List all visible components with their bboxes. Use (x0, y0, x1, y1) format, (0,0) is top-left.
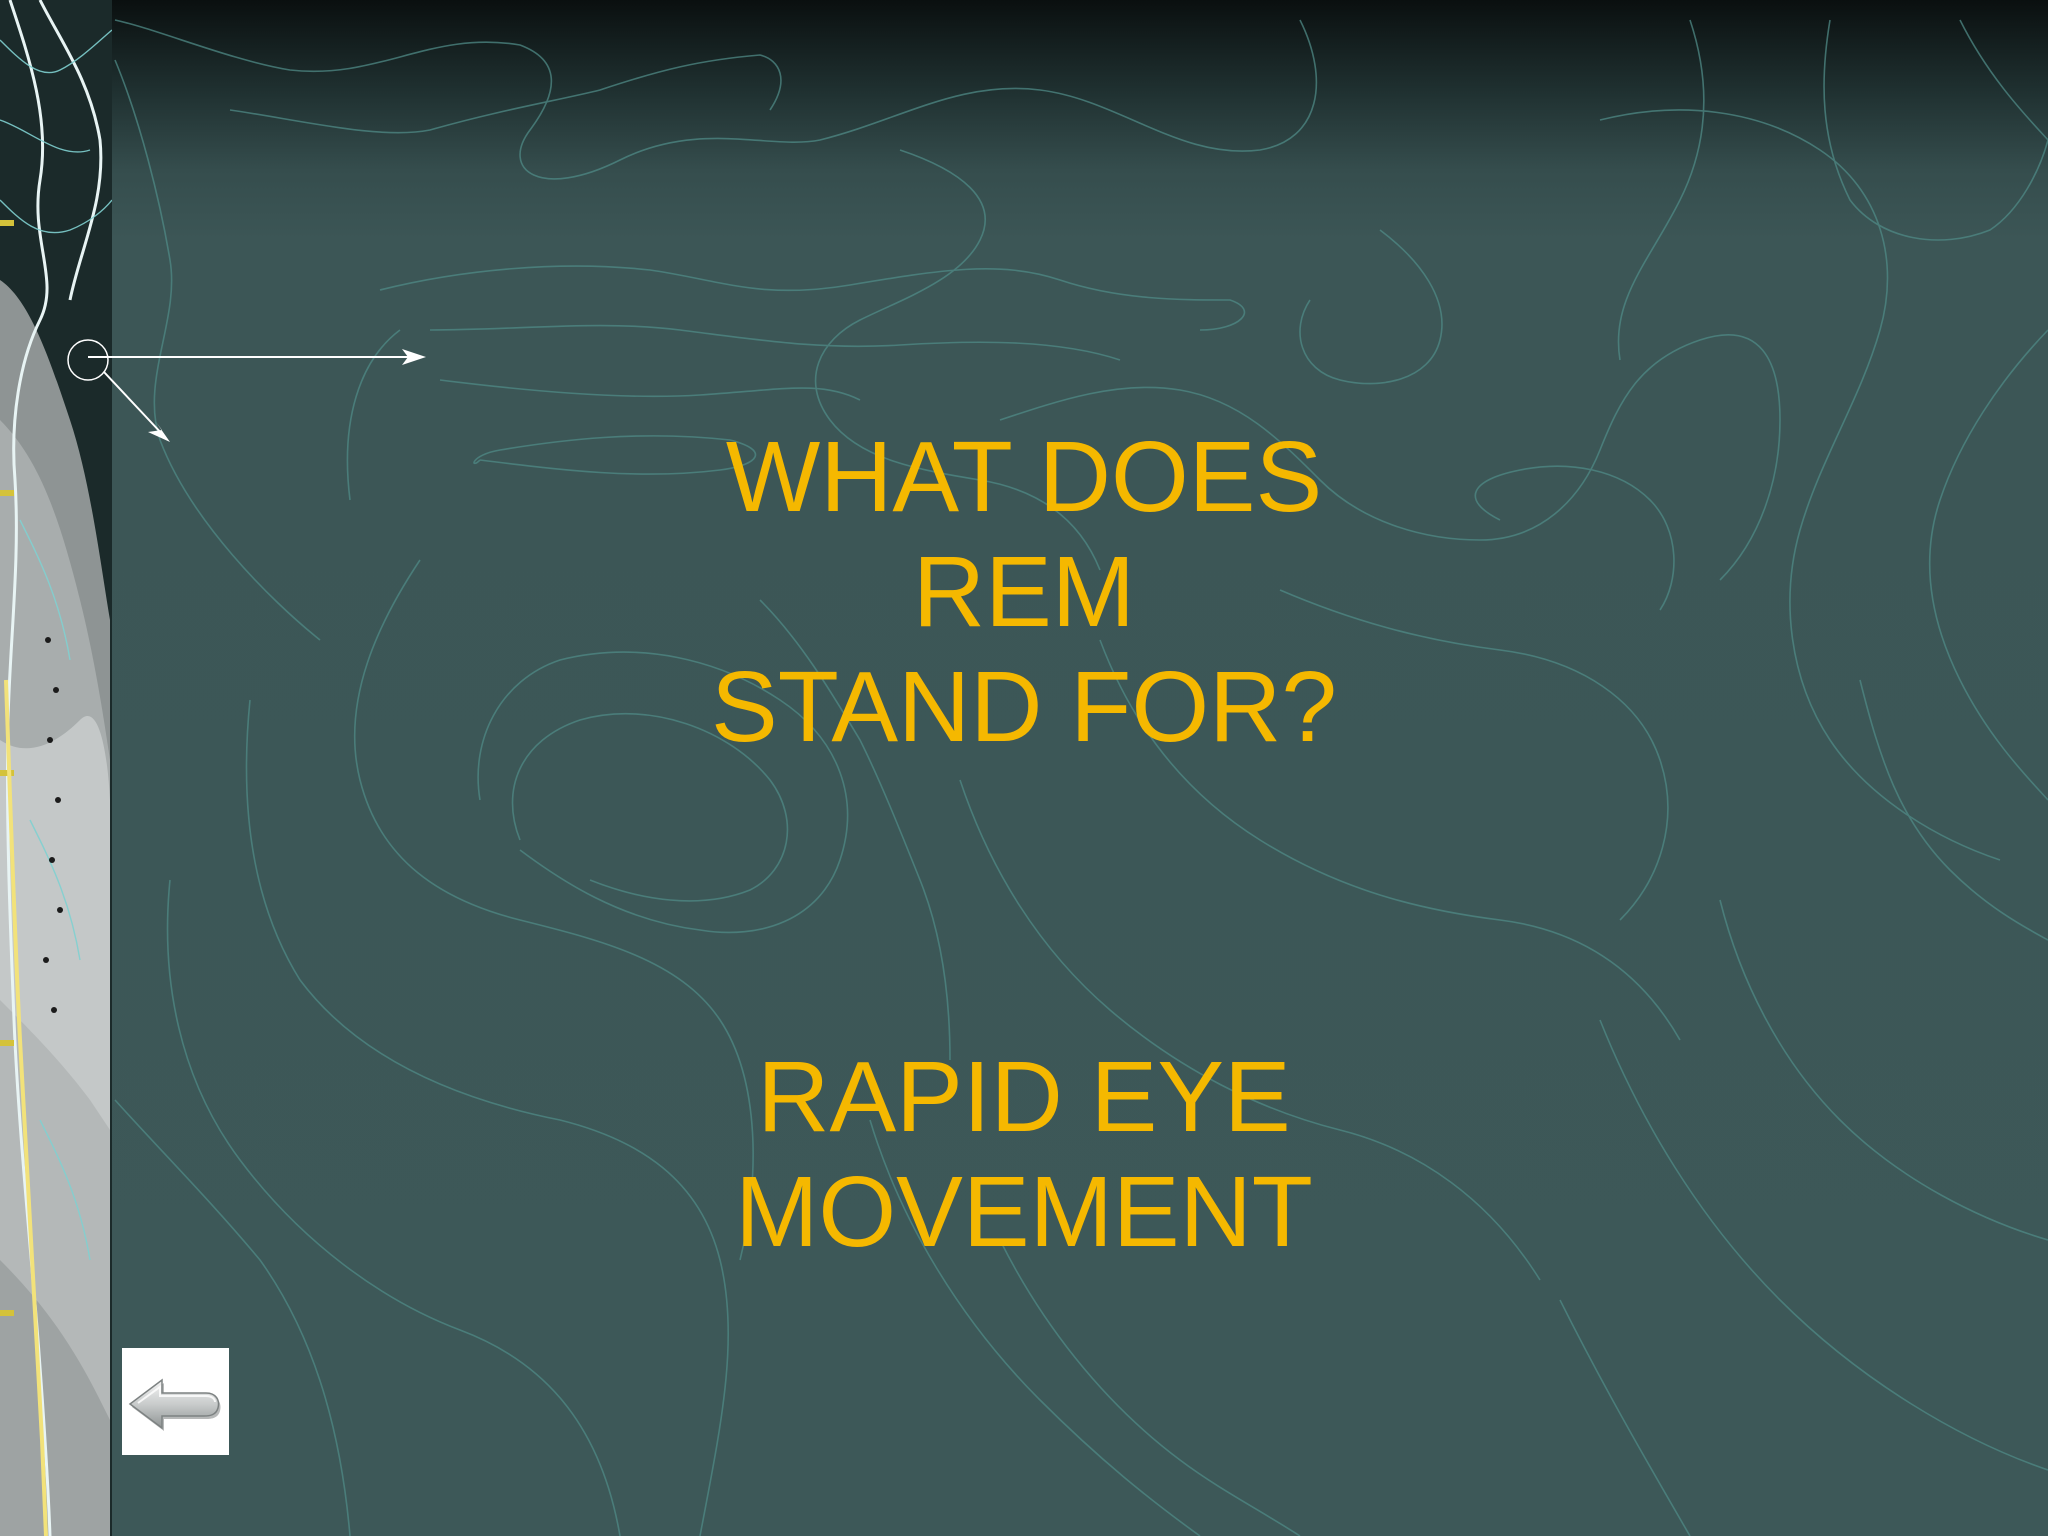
question-text: WHAT DOES REM STAND FOR? (0, 420, 2048, 765)
question-line-3: STAND FOR? (711, 651, 1337, 763)
answer-line-1: RAPID EYE (757, 1041, 1291, 1153)
question-line-2: REM (912, 536, 1136, 648)
question-line-1: WHAT DOES (725, 421, 1323, 533)
answer-text: RAPID EYE MOVEMENT (0, 1040, 2048, 1270)
back-button[interactable] (122, 1348, 229, 1455)
map-strip-image (0, 0, 112, 1536)
answer-line-2: MOVEMENT (735, 1156, 1313, 1268)
left-arrow-icon (128, 1378, 221, 1431)
